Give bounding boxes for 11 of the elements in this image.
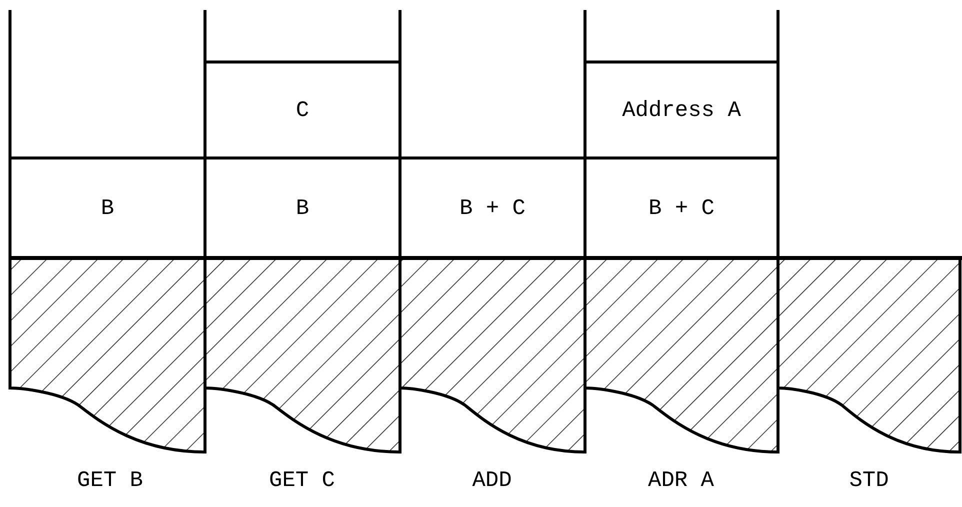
instruction-label: GET B [77,468,143,493]
instruction-label: STD [849,468,889,493]
stack-entry: B + C [648,196,714,220]
stack-entry: C [296,98,310,122]
instruction-label: GET C [269,468,335,493]
stack-entry: B [100,196,114,220]
stack-entry: B [296,196,310,220]
stack-entry: Address A [622,98,741,122]
instruction-label: ADR A [648,468,714,493]
stack-entry: B + C [459,196,526,220]
instruction-label: ADD [472,468,512,493]
